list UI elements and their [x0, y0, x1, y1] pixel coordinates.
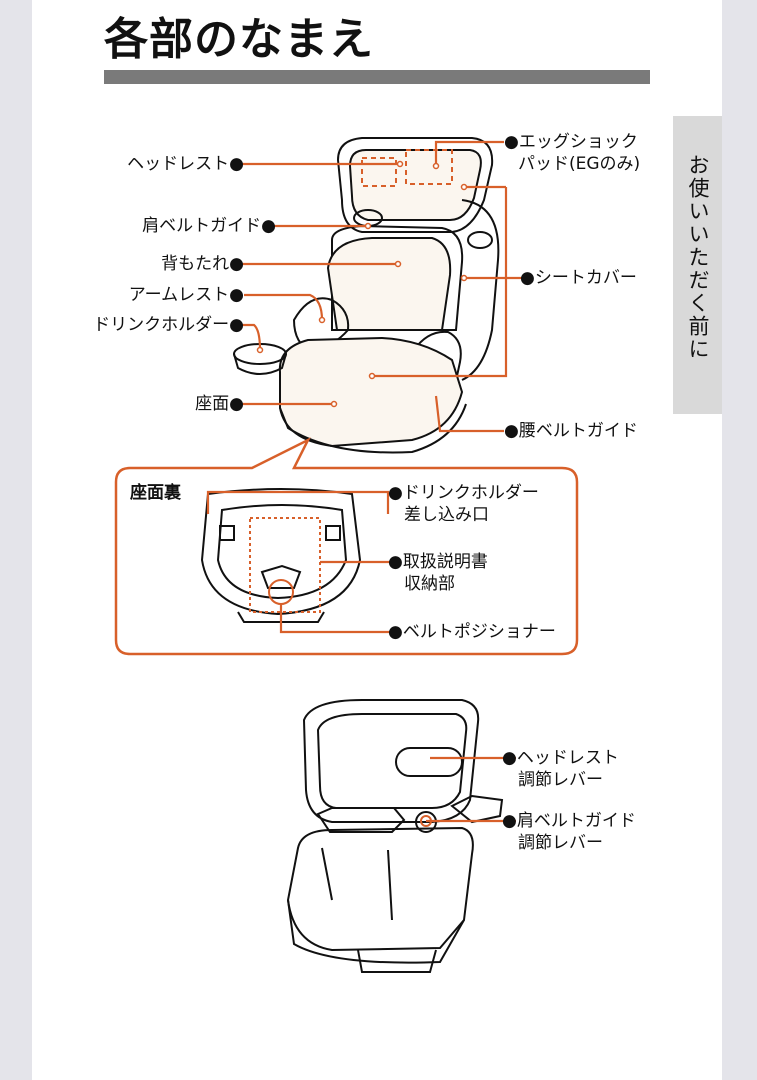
- egg-shock-pad-outline: [361, 149, 453, 187]
- label-belt-positioner: ●ベルトポジショナー: [388, 622, 556, 642]
- underside-title: 座面裏: [130, 483, 181, 503]
- manual-storage-outline: [249, 517, 321, 613]
- front-seat-drawing: [233, 137, 500, 454]
- shoulder-lever-marker: [420, 815, 432, 827]
- label-manual-storage-line2: 収納部: [404, 574, 455, 594]
- label-shoulder-guide-lever-line1: ●肩ベルトガイド: [502, 811, 636, 831]
- label-headrest: ヘッドレスト●: [127, 154, 244, 174]
- label-lap-belt-guide: ●腰ベルトガイド: [504, 421, 638, 441]
- front-leader-lines: [238, 140, 522, 433]
- label-shoulder-belt-guide: 肩ベルトガイド●: [142, 216, 276, 236]
- label-seat: 座面●: [195, 394, 244, 414]
- label-drink-holder-slot-line2: 差し込み口: [404, 505, 489, 525]
- manual-page: 各部のなまえ お使いいただく前に: [32, 0, 722, 1080]
- label-shoulder-guide-lever-line2: 調節レバー: [518, 833, 603, 853]
- underside-drawing: [200, 488, 362, 623]
- section-tab-label: お使いいただく前に: [686, 154, 710, 361]
- label-drink-holder-slot-line1: ●ドリンクホルダー: [388, 483, 539, 503]
- label-egg-shock-pad-line1: ●エッグショック: [504, 132, 638, 152]
- label-egg-shock-pad-line2: パッド(EGのみ): [518, 154, 641, 174]
- label-seat-cover: ●シートカバー: [520, 268, 637, 288]
- title-underline: [104, 70, 650, 84]
- label-drink-holder: ドリンクホルダー●: [93, 315, 244, 335]
- front-leader-endpoints: [256, 160, 468, 408]
- rear-leader-lines: [426, 756, 516, 823]
- label-headrest-lever-line1: ●ヘッドレスト: [502, 748, 619, 768]
- seat-illustrations: [114, 137, 579, 973]
- underside-leader-lines: [206, 490, 392, 634]
- page-title: 各部のなまえ: [104, 14, 374, 65]
- label-manual-storage-line1: ●取扱説明書: [388, 552, 488, 572]
- underside-callout-box: [114, 437, 579, 656]
- rear-seat-drawing: [286, 699, 504, 973]
- label-armrest: アームレスト●: [128, 285, 244, 305]
- label-backrest: 背もたれ●: [161, 254, 244, 274]
- label-headrest-lever-line2: 調節レバー: [518, 770, 603, 790]
- section-tab: お使いいただく前に: [673, 116, 722, 414]
